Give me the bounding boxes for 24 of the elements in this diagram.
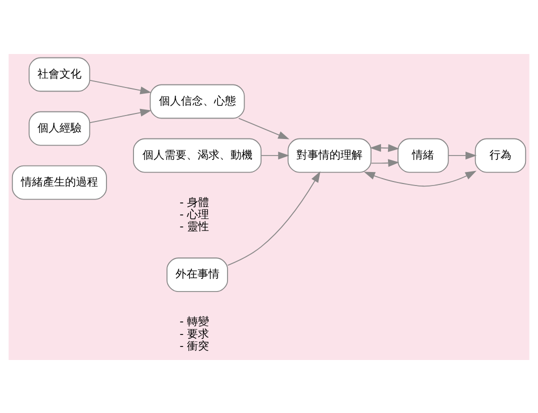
arrow	[238, 117, 290, 139]
node-label: - 要求	[180, 326, 210, 340]
arrow	[89, 108, 152, 123]
node-box: 對事情的理解	[288, 138, 372, 172]
node-box: 外在事情	[166, 257, 228, 292]
node-box: 行為	[474, 138, 526, 172]
arrow	[260, 151, 290, 159]
node-box: 情緒產生的過程	[12, 164, 107, 200]
node-box: 情緒	[398, 138, 449, 172]
arrow	[364, 170, 476, 186]
node-box: 個人需要、渴求、動機	[133, 138, 262, 172]
arrow	[227, 170, 320, 266]
node-label: - 靈性	[180, 220, 210, 233]
node-label: - 衝突	[180, 338, 210, 352]
arrow	[370, 143, 400, 152]
node-label: - 心理	[180, 208, 210, 221]
arrow	[370, 158, 400, 166]
node-box: 社會文化	[28, 56, 90, 92]
node-box: 個人信念、心態	[150, 84, 245, 118]
node-box: 個人經驗	[28, 110, 90, 146]
node-label: - 轉變	[180, 314, 210, 328]
arrow	[448, 151, 477, 159]
node-label: - 身體	[180, 195, 210, 208]
arrow	[89, 79, 152, 94]
